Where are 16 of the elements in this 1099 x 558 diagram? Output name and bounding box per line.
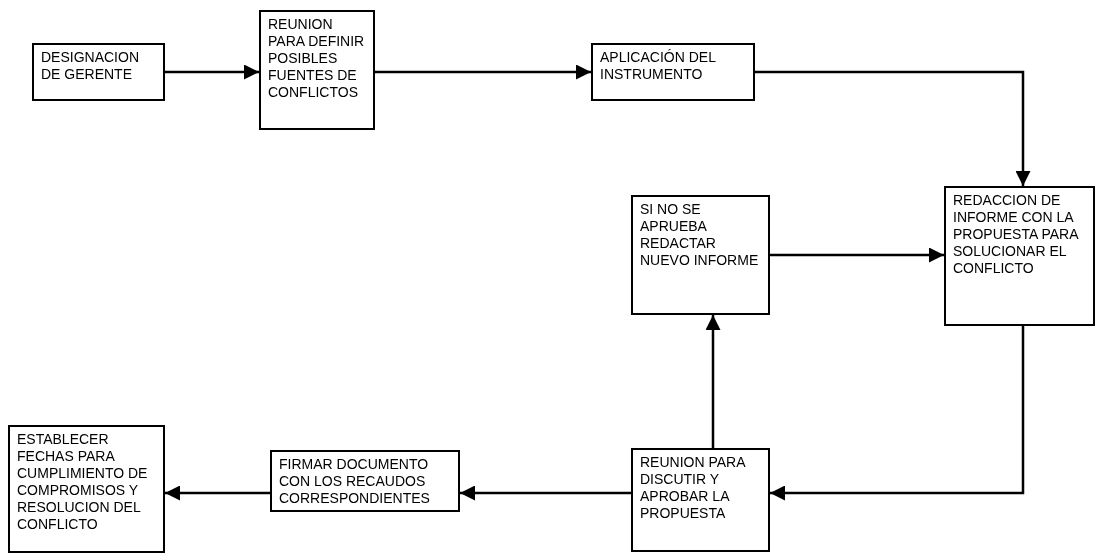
process-box: REUNION PARA DISCUTIR Y APROBAR LA PROPUESTA [631,448,770,552]
arrow [705,315,721,448]
arrow [755,70,1031,186]
process-box: REDACCION DE INFORME CON LA PROPUESTA PARA SOLUCIONAR EL CONFLICTO [944,186,1095,326]
process-box: REUNION PARA DEFINIR POSIBLES FUENTES DE CONFLICTOS [259,10,375,130]
process-box: APLICACIÓN DEL INSTRUMENTO [591,43,755,101]
arrow [770,247,944,263]
arrow [460,485,631,501]
process-box: DESIGNACION DE GERENTE [32,43,165,101]
arrow [770,326,1025,501]
arrow [165,64,259,80]
process-box: SI NO SE APRUEBA REDACTAR NUEVO INFORME [631,195,770,315]
arrow [165,485,270,501]
arrow [375,64,591,80]
process-box: FIRMAR DOCUMENTO CON LOS RECAUDOS CORRESPONDIENTES [270,450,460,512]
process-box: ESTABLECER FECHAS PARA CUMPLIMIENTO DE COMPROMISOS Y RESOLUCION DEL CONFLICTO [8,425,165,553]
